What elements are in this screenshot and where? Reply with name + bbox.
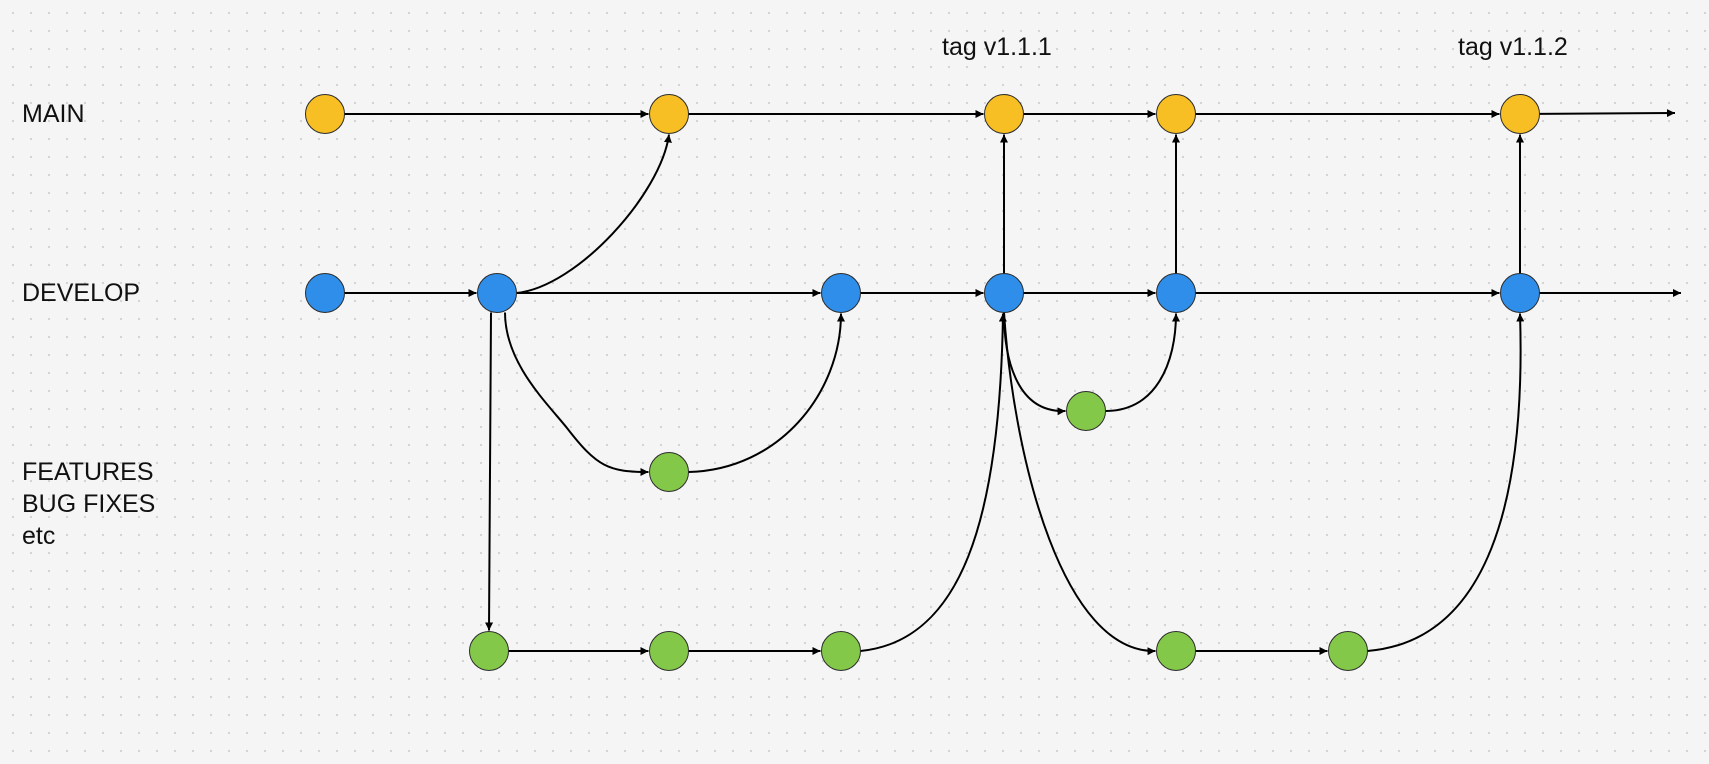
commit-node-main-m2 (649, 94, 689, 134)
commit-node-main-m5 (1500, 94, 1540, 134)
edge-f2-to-d5 (1105, 313, 1180, 412)
nodes-layer (305, 94, 1540, 671)
lane-label-develop: DEVELOP (22, 279, 141, 307)
commit-node-develop-d6 (1500, 273, 1540, 313)
tag-label-v111: tag v1.1.1 (942, 33, 1052, 61)
commit-node-develop-d1 (305, 273, 345, 313)
lane-label-features-line: FEATURES (22, 458, 154, 486)
commit-node-main-m3 (984, 94, 1024, 134)
commit-node-develop-d5 (1156, 273, 1196, 313)
edge-d2-to-f1 (504, 312, 649, 476)
lane-label-etc-line: etc (22, 522, 56, 550)
edge-m5-to-main-continues (1539, 109, 1676, 118)
lane-label-main: MAIN (22, 100, 85, 128)
edge-d2-to-m2 (516, 134, 672, 294)
commit-node-main-m4 (1156, 94, 1196, 134)
commit-node-develop-d3 (821, 273, 861, 313)
commit-node-feature-f2 (1066, 391, 1106, 431)
commit-node-develop-d4 (984, 273, 1024, 313)
edge-f5-to-d4 (860, 313, 1007, 652)
edges-layer (344, 109, 1681, 656)
commit-node-main-m1 (305, 94, 345, 134)
commit-node-feature-f6 (1156, 631, 1196, 671)
edge-f7-to-d6 (1367, 313, 1525, 652)
commit-node-feature-f1 (649, 452, 689, 492)
commit-node-feature-f5 (821, 631, 861, 671)
tag-label-v112: tag v1.1.2 (1458, 33, 1568, 61)
lane-label-bugfixes-line: BUG FIXES (22, 490, 156, 518)
lane-label-features: FEATURES BUG FIXES etc (22, 456, 155, 552)
edge-d4-to-f6 (1003, 312, 1156, 656)
commit-node-develop-d2 (477, 273, 517, 313)
edge-f1-to-d3 (688, 313, 845, 473)
commit-node-feature-f3 (469, 631, 509, 671)
edge-d2-to-f3 (485, 312, 494, 631)
commit-node-feature-f7 (1328, 631, 1368, 671)
commit-node-feature-f4 (649, 631, 689, 671)
